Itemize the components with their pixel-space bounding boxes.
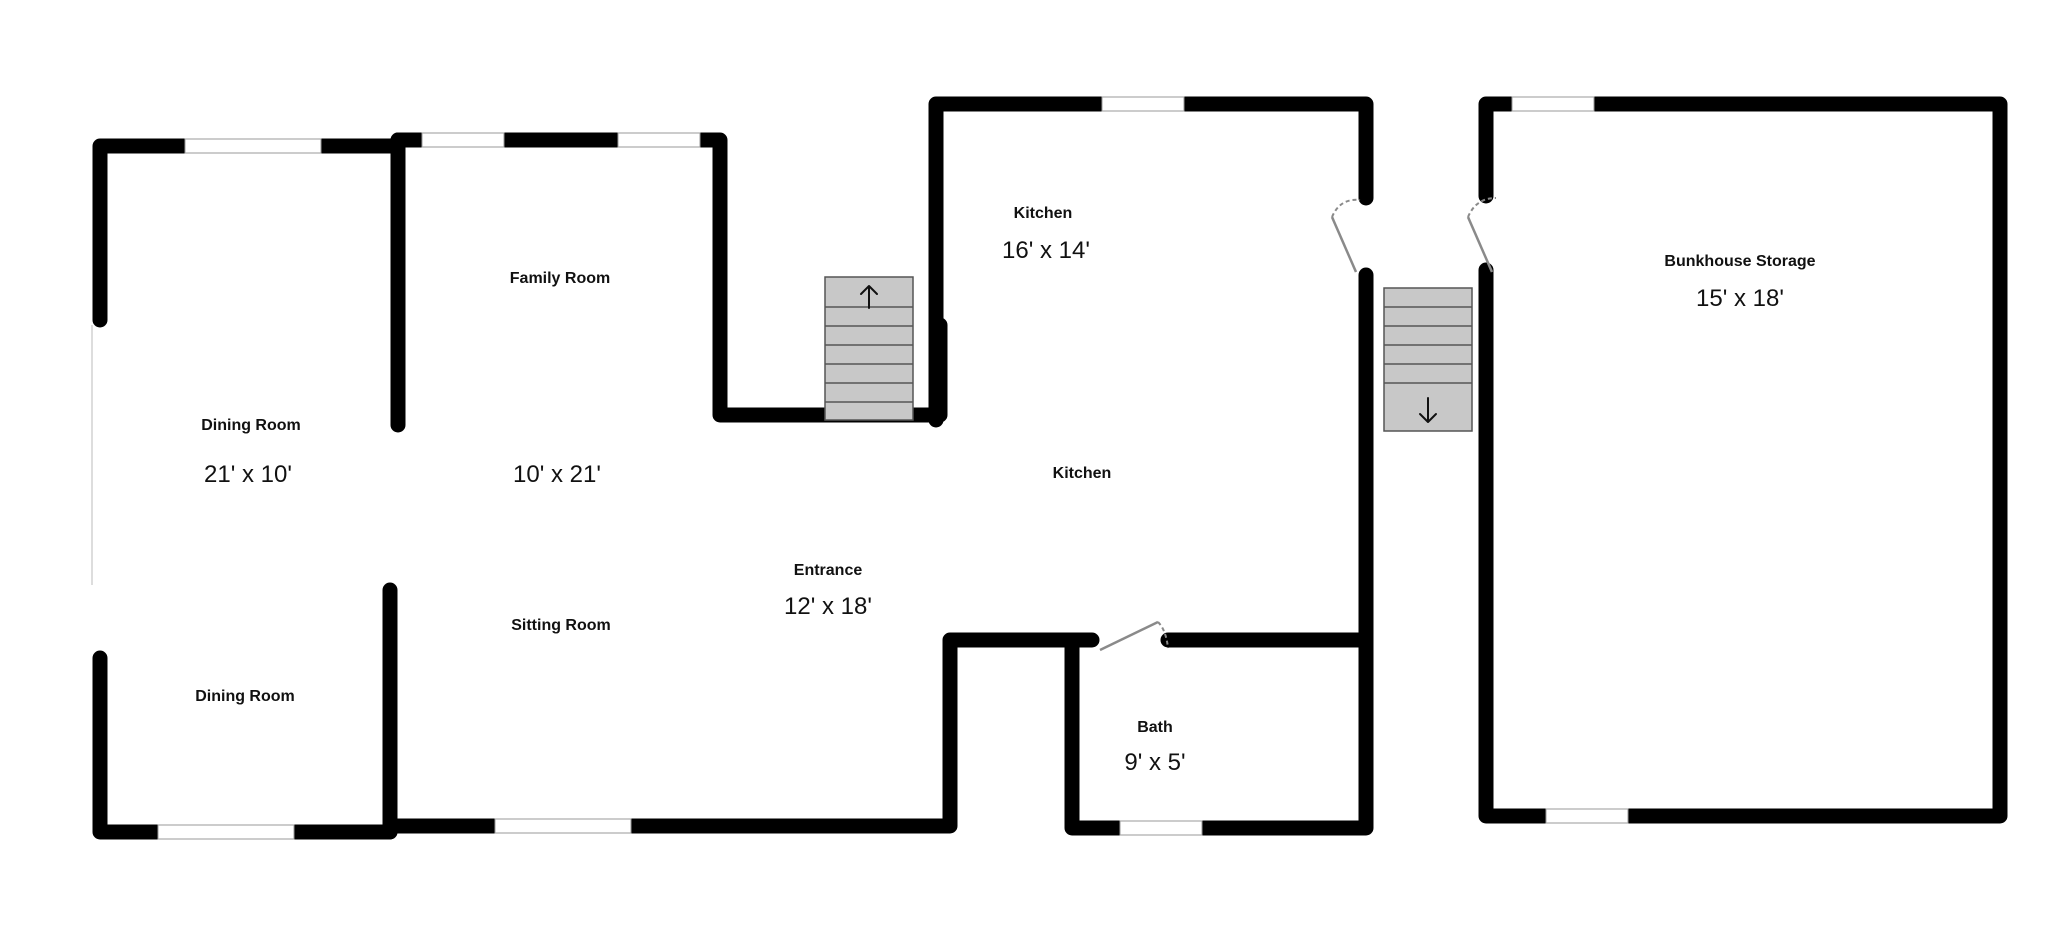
room-name-bath: Bath [1137,719,1173,736]
room-dims-dining-room-north: 21' x 10' [204,461,292,488]
wall-dining-north [92,138,406,328]
window [157,824,295,840]
room-name-kitchen-south: Kitchen [1053,465,1112,482]
room-name-kitchen-north: Kitchen [1014,205,1073,222]
wall-sitting-south [390,632,1100,834]
door-bunkhouse [1466,216,1494,273]
window [1545,808,1629,824]
stairs-down [1383,287,1473,432]
wall-bunkhouse [1478,96,2008,824]
window [421,132,505,148]
room-dims-family-room: 10' x 21' [513,461,601,488]
door-swing [1467,197,1497,218]
windows [91,96,1629,840]
door-swing [1157,621,1169,649]
room-name-dining-room-south: Dining Room [195,688,295,705]
room-labels: Dining Room 21' x 10' Family Room 10' x … [195,205,1815,776]
window [1119,820,1203,836]
wall-bath [1064,632,1374,836]
window [1101,96,1185,112]
window [1511,96,1595,112]
door-bath [1099,620,1159,652]
walls [92,96,2008,840]
room-name-bunkhouse-storage: Bunkhouse Storage [1664,253,1815,270]
door-swing [1331,198,1361,218]
arrow-up-icon [860,285,878,309]
room-name-family-room: Family Room [510,270,610,287]
arrow-down-icon [1419,397,1437,423]
room-dims-entrance: 12' x 18' [784,593,872,620]
stairs-up [824,276,914,421]
window [494,818,632,834]
room-name-dining-room-north: Dining Room [201,417,301,434]
doors [1099,197,1497,652]
room-name-entrance: Entrance [794,562,863,579]
wall-kitchen-north [928,96,1374,428]
window [184,138,322,154]
room-dims-bath: 9' x 5' [1124,749,1185,776]
room-dims-bunkhouse-storage: 15' x 18' [1696,285,1784,312]
room-name-sitting-room: Sitting Room [511,617,611,634]
door-kitchen-east [1330,216,1358,273]
room-dims-kitchen-north: 16' x 14' [1002,237,1090,264]
wall-dining-west-lower [92,650,398,840]
window [617,132,701,148]
